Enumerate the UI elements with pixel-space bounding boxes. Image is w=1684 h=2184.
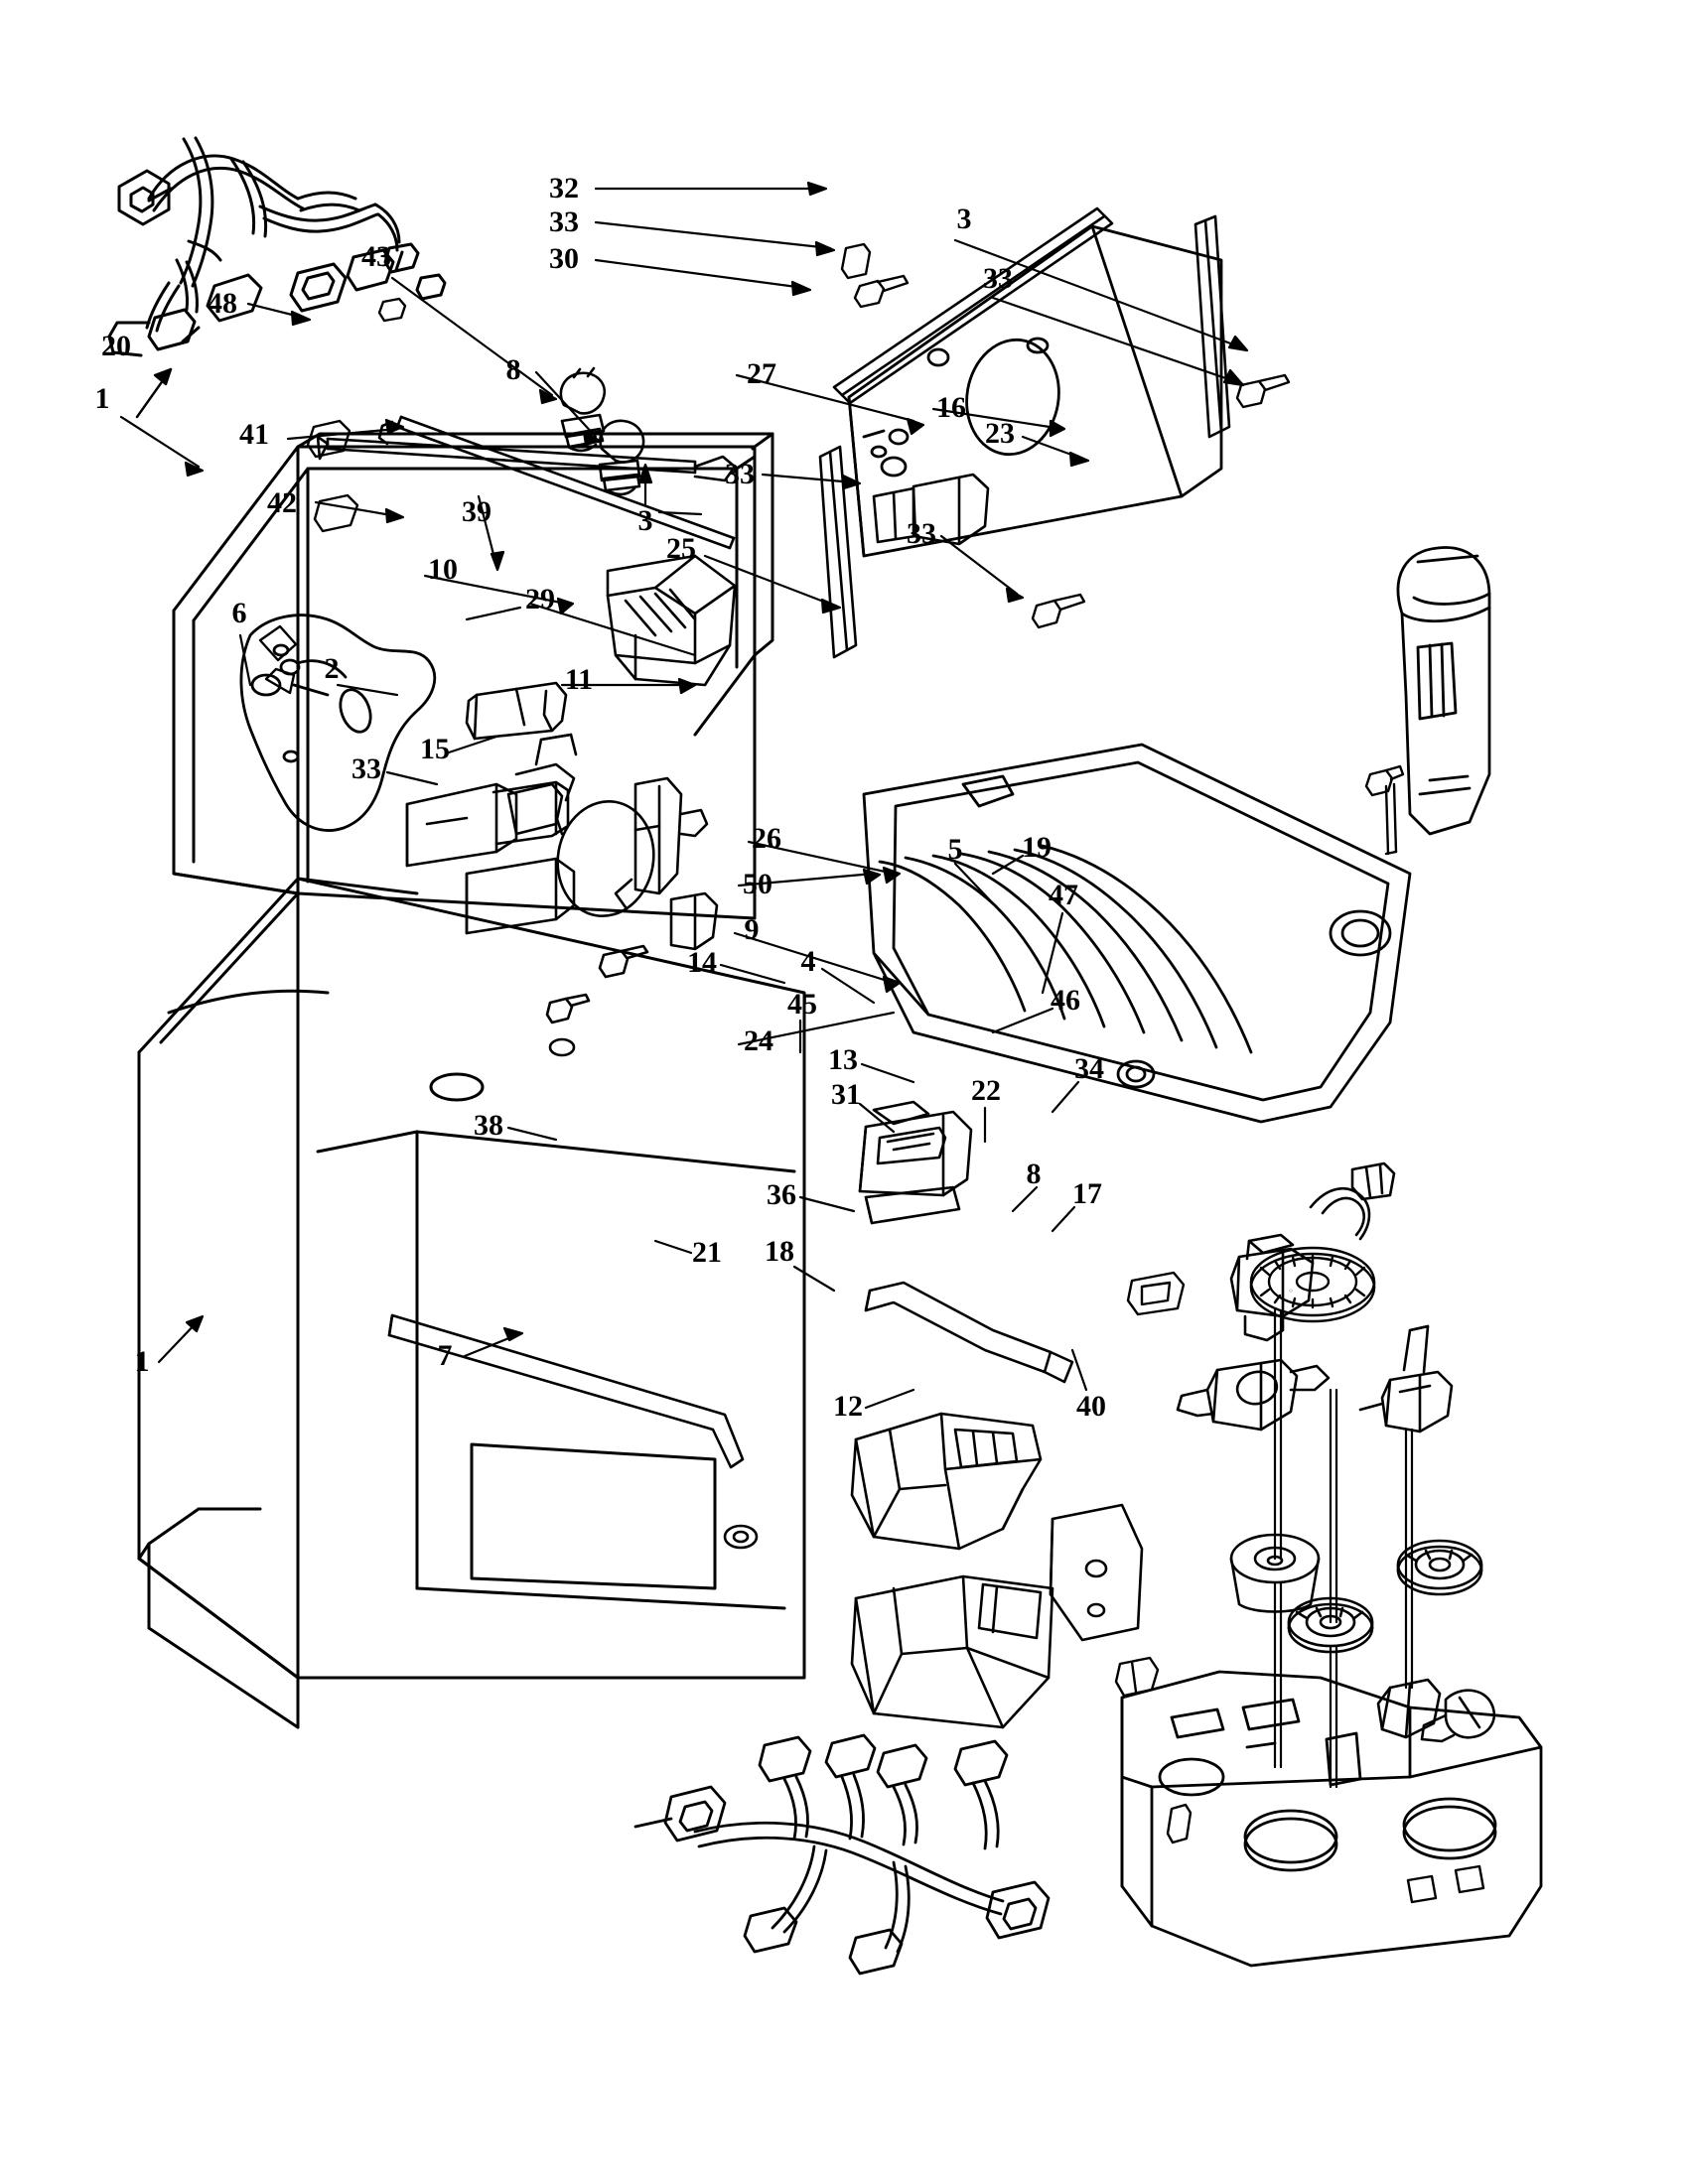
callout-31: 31 [831,1078,861,1111]
callout-45: 45 [787,988,817,1021]
callout-14: 14 [687,946,717,979]
callout-33: 33 [983,262,1013,295]
cabinet-lower-1 [137,877,806,1729]
callout-46: 46 [1051,984,1080,1017]
harness-20 [107,136,447,357]
callout-42: 42 [267,486,297,519]
clip-19 [1350,1161,1396,1201]
callout-43: 43 [361,240,391,273]
callout-4: 4 [800,945,816,978]
callout-21: 21 [692,1236,722,1269]
callout-22: 22 [971,1074,1001,1107]
plate-50 [864,1185,961,1225]
funnel-24 [850,1412,1043,1551]
callout-15: 15 [420,733,450,765]
actuator-13 [1176,1358,1331,1432]
callout-6: 6 [231,597,247,629]
rod-9 [864,1281,1074,1384]
callout-26: 26 [752,822,781,855]
callout-33: 33 [725,458,755,490]
bulb-8 [598,419,645,496]
callout-40: 40 [1076,1390,1106,1423]
callout-27: 27 [747,357,776,390]
back-panel-16 [847,224,1223,558]
part-17 [1420,1689,1496,1743]
part-23 [1396,546,1491,836]
callout-25: 25 [666,532,696,565]
callout-48: 48 [208,287,237,320]
callout-10: 10 [428,553,458,586]
callout-16: 16 [936,391,966,424]
callout-8: 8 [1026,1158,1042,1190]
harness-7 [633,1733,1051,1976]
callout-1: 1 [94,382,110,415]
callout-13: 13 [828,1043,858,1076]
callout-2: 2 [324,652,340,685]
rail-30 [832,206,1114,405]
callout-7: 7 [437,1339,453,1372]
callout-1: 1 [134,1345,150,1378]
callout-33: 33 [549,205,579,238]
rail-3-right [1193,214,1231,439]
base-pan-12 [1120,1670,1543,1968]
callout-33: 33 [907,517,936,550]
callout-9: 9 [744,913,760,946]
callout-50: 50 [743,868,772,900]
callout-34: 34 [1074,1052,1104,1085]
tray-21 [850,1574,1054,1729]
bulb-43 [559,366,607,453]
panel-6 [239,614,437,832]
callout-32: 32 [549,172,579,205]
rod-41 [377,415,736,550]
plate-45 [1049,1503,1144,1642]
callout-29: 29 [525,583,555,615]
callout-5: 5 [947,833,963,866]
inner-mechanism [405,733,719,1057]
callout-39: 39 [462,495,491,528]
callout-20: 20 [101,330,131,362]
callout-47: 47 [1049,879,1078,911]
callout-33: 33 [351,752,381,785]
tray-25 [862,743,1412,1124]
rail-3-left [818,445,858,659]
valve-4 [1229,1233,1315,1342]
cabinet-upper-1 [172,432,774,920]
callout-23: 23 [985,417,1015,450]
callout-41: 41 [239,418,269,451]
callout-3: 3 [637,504,653,537]
callout-12: 12 [833,1390,863,1423]
callout-3: 3 [956,203,972,235]
callout-19: 19 [1022,831,1052,864]
callout-30: 30 [549,242,579,275]
gear-47-body [1249,1246,1376,1323]
bracket-46 [1358,1324,1454,1433]
part-27 [872,473,990,546]
callout-36: 36 [767,1178,796,1211]
callout-38: 38 [474,1109,503,1142]
leader-lines [119,181,1249,1410]
callout-11: 11 [564,663,594,696]
callout-17: 17 [1072,1177,1102,1210]
callout-24: 24 [744,1024,773,1057]
pin-18 [1166,1803,1193,1844]
bracket-42 [465,681,568,741]
feet-40 [1406,1864,1485,1904]
callout-8: 8 [505,353,521,386]
clip-14 [1126,1271,1186,1316]
light-housing-39 [606,554,737,687]
clip-8-lower [1376,1678,1442,1739]
pulley-34 [1396,1539,1483,1596]
callout-18: 18 [765,1235,794,1268]
switch-26 [858,1100,973,1197]
